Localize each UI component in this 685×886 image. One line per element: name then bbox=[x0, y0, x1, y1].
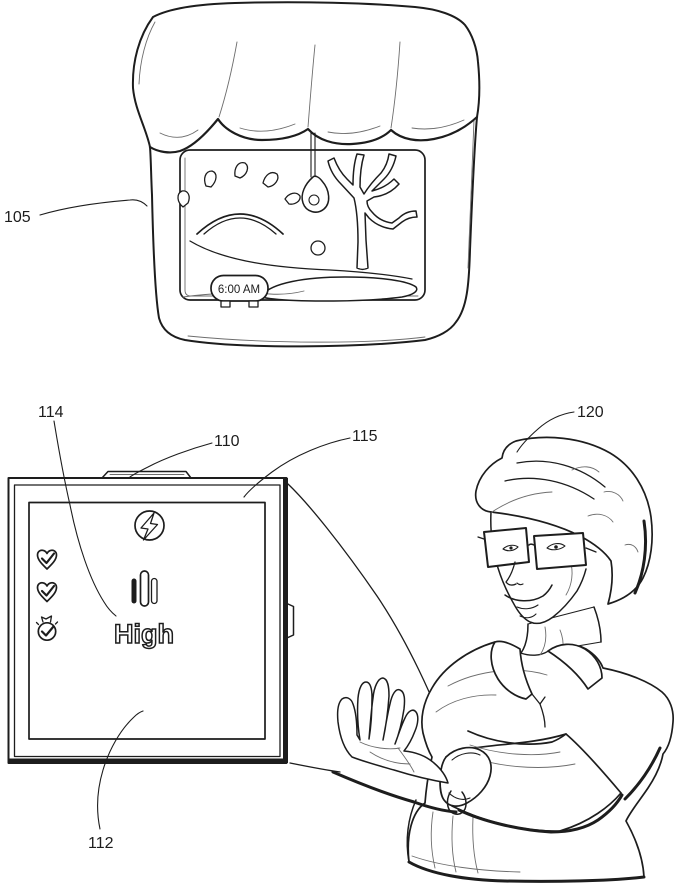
awning-icon bbox=[148, 41, 479, 154]
leader-line-105 bbox=[39, 199, 148, 216]
user-nose bbox=[505, 561, 517, 586]
ref-numeral-120: 120 bbox=[577, 404, 604, 421]
shirt-drape bbox=[406, 799, 646, 883]
hand-underside bbox=[331, 770, 458, 814]
label-105: 105 bbox=[4, 199, 148, 226]
label-114: 114 bbox=[38, 404, 117, 617]
alarm-clock-icon: 6:00 AM bbox=[210, 274, 269, 308]
label-120: 120 bbox=[516, 404, 604, 453]
leader-line-110 bbox=[129, 442, 213, 478]
device-inner-frame bbox=[13, 484, 281, 758]
device-side-button bbox=[287, 603, 295, 639]
level-text: High bbox=[114, 619, 174, 649]
user-glasses bbox=[477, 527, 597, 570]
storefront-illustration: 6:00 AM bbox=[131, 1, 481, 348]
leader-line-120 bbox=[516, 411, 575, 453]
leader-line-115 bbox=[243, 437, 351, 498]
label-110: 110 bbox=[129, 433, 240, 478]
user-mouth bbox=[504, 584, 553, 602]
tree-icon bbox=[327, 153, 418, 271]
audio-level-bars-icon bbox=[131, 570, 158, 607]
projection-beam-lower bbox=[289, 762, 341, 773]
lightning-bolt-circle-icon bbox=[134, 510, 165, 541]
screen-content: High bbox=[35, 510, 175, 650]
user-hand bbox=[336, 677, 449, 784]
ref-numeral-115: 115 bbox=[352, 428, 378, 445]
ref-numeral-114: 114 bbox=[38, 404, 64, 421]
heart-check-icon-1 bbox=[36, 549, 58, 570]
user-eyes bbox=[502, 543, 566, 552]
leader-line-112 bbox=[97, 710, 144, 830]
ref-numeral-105: 105 bbox=[4, 209, 31, 226]
polo-collar bbox=[490, 640, 603, 728]
hill-line bbox=[189, 240, 413, 280]
ref-numeral-110: 110 bbox=[214, 433, 240, 450]
label-112: 112 bbox=[88, 710, 144, 852]
leader-line-114 bbox=[53, 420, 117, 617]
ref-numeral-112: 112 bbox=[88, 835, 114, 852]
storefront-outline bbox=[131, 1, 481, 348]
label-115: 115 bbox=[243, 428, 378, 498]
stopwatch-check-icon bbox=[35, 615, 59, 642]
user-head bbox=[474, 436, 653, 625]
tree-fruit bbox=[310, 240, 326, 256]
pendant-lamp-icon bbox=[301, 132, 330, 213]
ground-mound bbox=[260, 276, 418, 302]
clock-time: 6:00 AM bbox=[218, 284, 260, 296]
heart-check-icon-2 bbox=[36, 581, 58, 603]
user-illustration bbox=[331, 436, 674, 883]
screen-bezel bbox=[28, 501, 266, 740]
sunrise-icon bbox=[177, 162, 301, 235]
wrist-projector-watch-icon bbox=[439, 746, 492, 815]
